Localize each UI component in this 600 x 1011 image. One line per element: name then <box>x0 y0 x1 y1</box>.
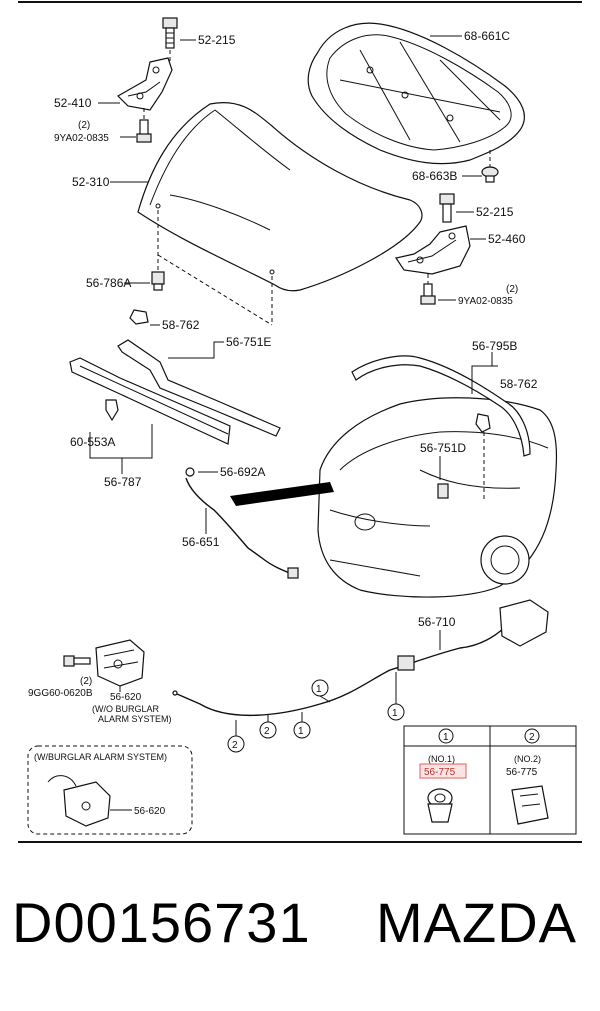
label-56-795b: 56-795B <box>472 339 517 353</box>
brand-name: MAZDA <box>376 891 577 954</box>
label-52-215-left: 52-215 <box>198 33 236 47</box>
table-col2-part: 56-775 <box>506 767 538 778</box>
label-wo-burglar-2: ALARM SYSTEM) <box>98 714 172 724</box>
clip-58-762-right <box>475 413 491 433</box>
callout-2b: 2 <box>227 735 245 753</box>
svg-text:1: 1 <box>392 708 398 719</box>
label-52-215-right: 52-215 <box>476 205 514 219</box>
clip-no2-drawing <box>511 785 549 825</box>
clip-no1-drawing <box>427 788 453 823</box>
label-52-310: 52-310 <box>72 175 110 189</box>
label-52-460: 52-460 <box>488 232 526 246</box>
release-cable-56-710 <box>172 599 549 717</box>
table-col2-header: 2 <box>529 732 535 743</box>
callout-1a: 1 <box>311 679 329 697</box>
seal-56-795b <box>351 355 531 457</box>
label-56-787: 56-787 <box>104 475 142 489</box>
table-col1-part: 56-775 <box>424 767 456 778</box>
rod-56-651 <box>185 467 299 579</box>
clip-58-762-left <box>129 309 149 325</box>
label-56-786a: 56-786A <box>86 276 131 290</box>
label-56-651: 56-651 <box>182 535 220 549</box>
callout-1b: 1 <box>387 703 405 721</box>
label-68-663b: 68-663B <box>412 169 457 183</box>
label-w-burglar: (W/BURGLAR ALARM SYSTEM) <box>34 752 167 762</box>
label-9ya02-0835-left: 9YA02-0835 <box>54 133 109 144</box>
latch-56-620-alarm <box>47 775 111 827</box>
hood-insulator-68-661c <box>307 22 525 165</box>
weatherstrip-56-787 <box>69 357 231 445</box>
clip-table: 1 2 (NO.1) 56-775 (NO.2) 56-775 <box>403 725 577 835</box>
clip-60-553a <box>105 399 119 422</box>
label-wo-burglar-1: (W/O BURGLAR <box>92 704 160 714</box>
svg-text:1: 1 <box>316 684 322 695</box>
label-58-762-left: 58-762 <box>162 318 200 332</box>
label-9gg60-0620b: 9GG60-0620B <box>28 688 93 699</box>
bolt-9gg60 <box>63 655 91 667</box>
hinge-52-410 <box>117 57 173 111</box>
label-56-692a: 56-692A <box>220 465 265 479</box>
table-col1-sub: (NO.1) <box>428 754 455 764</box>
bolt-52-215-left <box>162 17 178 49</box>
clip-68-663b <box>481 166 499 183</box>
latch-56-620 <box>95 639 145 687</box>
bolt-9ya02-right <box>420 283 436 305</box>
bolt-9ya02-left <box>136 119 152 143</box>
bolt-52-215-right <box>439 193 455 223</box>
label-56-620-a: 56-620 <box>110 692 142 703</box>
svg-text:1: 1 <box>298 726 304 737</box>
table-col2-sub: (NO.2) <box>514 754 541 764</box>
label-9ya02-0835-right: 9YA02-0835 <box>458 296 513 307</box>
highlight-box <box>419 763 467 779</box>
part-number: D00156731 <box>12 891 311 954</box>
table-col1-header: 1 <box>443 732 449 743</box>
label-60-553a: 60-553A <box>70 435 115 449</box>
callout-1c: 1 <box>293 721 311 739</box>
vehicle-front <box>317 397 558 598</box>
label-56-751e: 56-751E <box>226 335 271 349</box>
seal-56-751e <box>117 339 281 437</box>
svg-text:2: 2 <box>232 740 238 751</box>
label-qty-2-right: (2) <box>506 284 518 295</box>
svg-text:2: 2 <box>264 726 270 737</box>
bumper-56-786a <box>151 271 165 291</box>
label-58-762-right: 58-762 <box>500 377 538 391</box>
label-56-620-b: 56-620 <box>134 806 166 817</box>
label-56-710: 56-710 <box>418 615 456 629</box>
burglar-option-box <box>27 745 193 835</box>
label-68-661c: 68-661C <box>464 29 510 43</box>
release-cable-callout <box>230 482 334 506</box>
hinge-52-460 <box>395 225 471 275</box>
label-qty-2-latch: (2) <box>80 676 92 687</box>
callout-2a: 2 <box>259 721 277 739</box>
label-52-410: 52-410 <box>54 96 92 110</box>
label-56-751d: 56-751D <box>420 441 466 455</box>
label-qty-2-left: (2) <box>78 120 90 131</box>
hood-panel-52-310 <box>137 102 423 292</box>
footer: D00156731 MAZDA <box>0 890 600 970</box>
stopper-56-751d <box>437 483 449 499</box>
